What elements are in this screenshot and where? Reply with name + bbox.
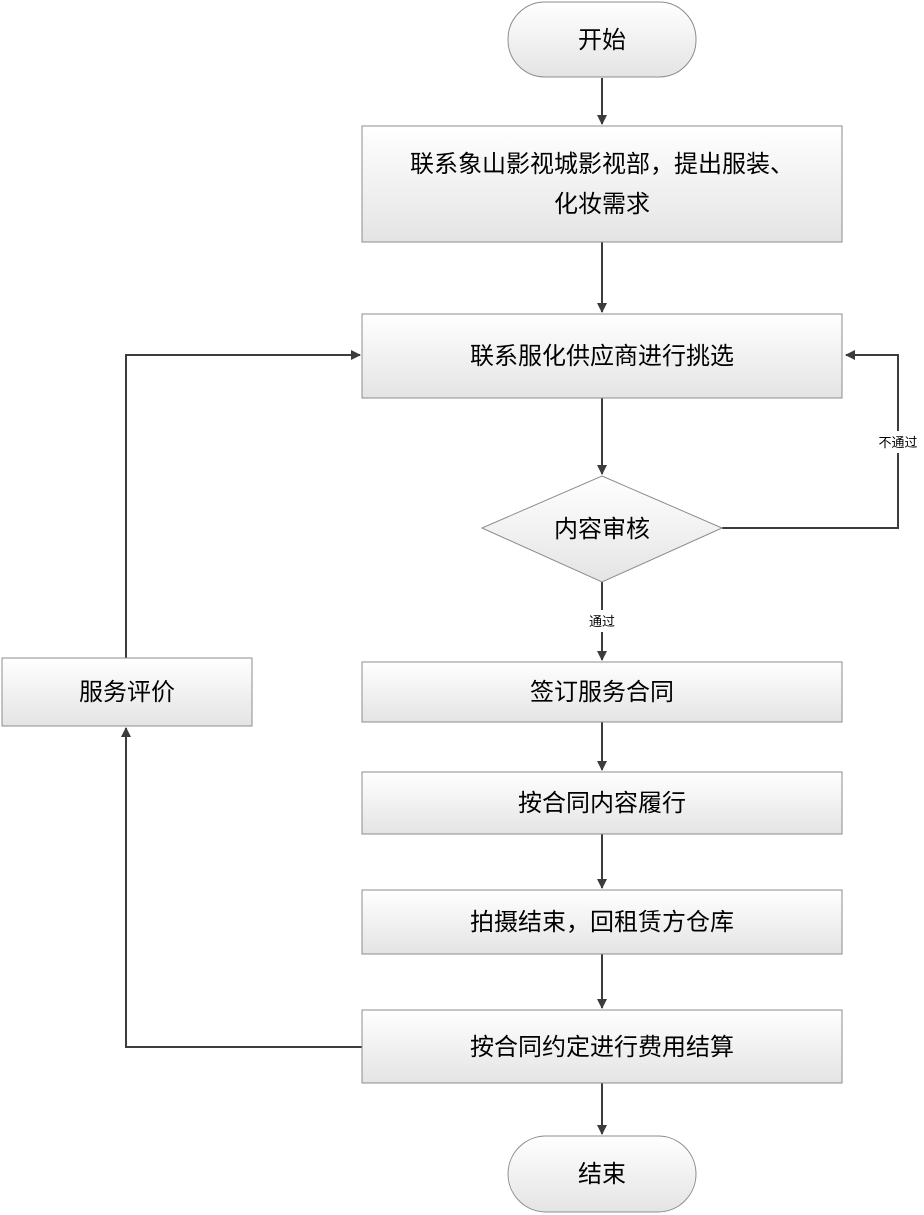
contact-studio-label-line1: 联系象山影视城影视部，提出服装、 — [410, 150, 794, 178]
shooting-end-node: 拍摄结束，回租赁方仓库 — [361, 889, 843, 955]
shooting-end-label: 拍摄结束，回租赁方仓库 — [470, 908, 734, 936]
edge-label-fail: 不通过 — [874, 431, 922, 453]
perform-contract-node: 按合同内容履行 — [361, 771, 843, 835]
content-review-decision: 内容审核 — [480, 475, 724, 583]
content-review-label: 内容审核 — [554, 515, 650, 543]
sign-contract-node: 签订服务合同 — [361, 661, 843, 723]
end-node: 结束 — [507, 1135, 697, 1213]
contact-studio-label-line2: 化妆需求 — [554, 190, 650, 218]
end-label: 结束 — [578, 1160, 626, 1188]
settle-fees-label: 按合同约定进行费用结算 — [470, 1033, 734, 1061]
service-evaluation-node: 服务评价 — [1, 657, 253, 727]
edge-label-pass-text: 通过 — [589, 615, 615, 630]
start-label: 开始 — [578, 26, 626, 54]
perform-contract-label: 按合同内容履行 — [518, 789, 686, 817]
settle-fees-node: 按合同约定进行费用结算 — [361, 1009, 843, 1084]
arrow-settle-to-evaluation — [121, 727, 362, 1048]
edge-label-fail-text: 不通过 — [878, 436, 917, 451]
sign-contract-label: 签订服务合同 — [530, 678, 674, 706]
start-node: 开始 — [507, 1, 697, 78]
edge-label-pass: 通过 — [584, 610, 620, 632]
service-evaluation-label: 服务评价 — [79, 678, 175, 706]
contact-suppliers-node: 联系服化供应商进行挑选 — [361, 313, 843, 399]
contact-studio-node: 联系象山影视城影视部，提出服装、 化妆需求 — [361, 125, 843, 243]
arrow-evaluation-to-suppliers — [125, 350, 361, 658]
contact-suppliers-label: 联系服化供应商进行挑选 — [470, 342, 734, 370]
